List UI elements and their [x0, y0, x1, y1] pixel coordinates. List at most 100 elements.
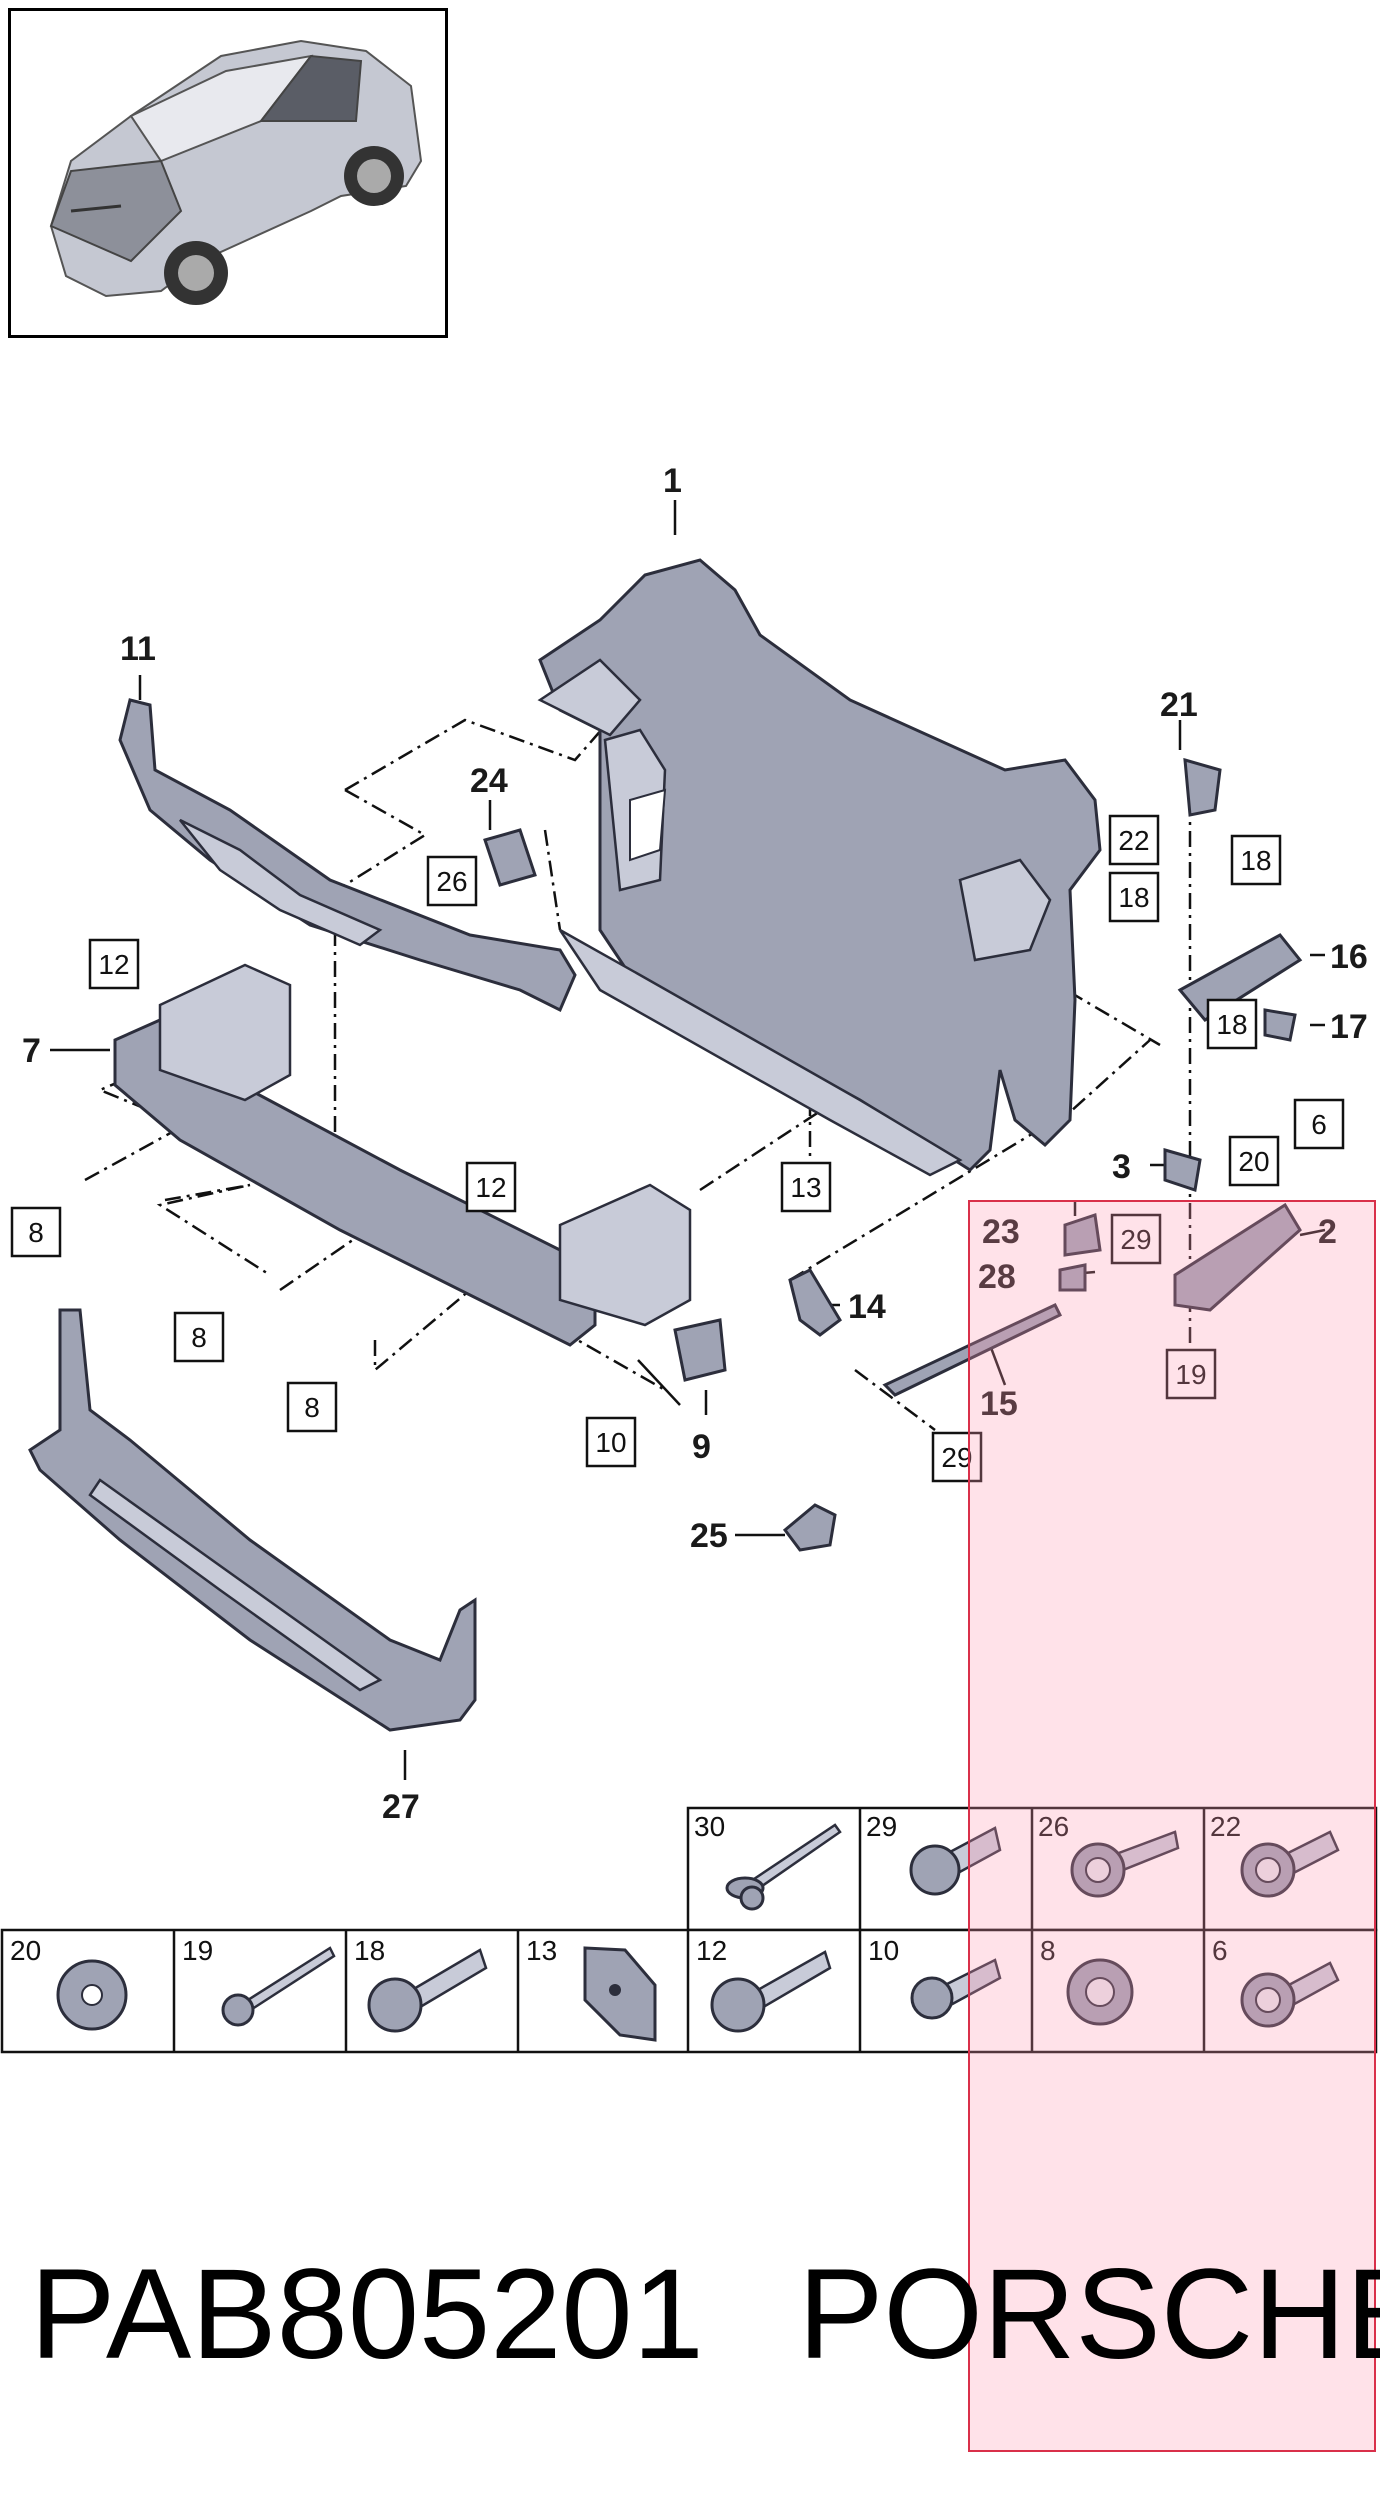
svg-text:18: 18	[1216, 1009, 1247, 1040]
part-clip-17	[1263, 1008, 1297, 1042]
callout-28: 28	[978, 1258, 1016, 1296]
fastener-6	[1240, 1961, 1340, 2028]
ref-box-8-a: 8	[10, 1206, 62, 1258]
fastener-8	[1066, 1958, 1134, 2026]
part-bracket-3	[1163, 1148, 1202, 1192]
fastener-30	[725, 1823, 842, 1911]
ref-box-22: 22	[1108, 814, 1160, 866]
cell-label-bottom-0: 20	[10, 1935, 41, 1966]
cell-label-bottom-7: 6	[1212, 1935, 1228, 1966]
cell-label-top-3: 22	[1210, 1811, 1241, 1842]
vehicle-thumbnail-frame	[8, 8, 448, 338]
ref-box-26: 26	[426, 855, 478, 907]
ref-box-18-c: 18	[1206, 998, 1258, 1050]
ref-box-20: 20	[1228, 1135, 1280, 1187]
ref-box-10: 10	[585, 1416, 637, 1468]
ref-box-19: 19	[1165, 1348, 1217, 1400]
callout-3: 3	[1112, 1148, 1131, 1186]
fastener-26	[1070, 1830, 1180, 1898]
fastener-22	[1240, 1830, 1340, 1898]
cell-label-bottom-1: 19	[182, 1935, 213, 1966]
cell-label-bottom-3: 13	[526, 1935, 557, 1966]
cell-label-bottom-2: 18	[354, 1935, 385, 1966]
svg-text:20: 20	[1238, 1146, 1269, 1177]
fastener-29	[909, 1826, 1002, 1896]
svg-text:26: 26	[436, 866, 467, 897]
callout-14: 14	[848, 1288, 886, 1326]
callout-24: 24	[470, 762, 508, 800]
cell-label-bottom-5: 10	[868, 1935, 899, 1966]
svg-text:29: 29	[1120, 1224, 1151, 1255]
boxed-references: 12 12 8 8 8 10 13 26 22 18 18 18 6 20 29…	[10, 814, 1345, 1483]
ref-box-6: 6	[1293, 1098, 1345, 1150]
highlight-overlay	[968, 1200, 1376, 2452]
callout-15: 15	[980, 1385, 1018, 1423]
part-strap-15	[882, 1303, 1063, 1397]
cell-label-bottom-4: 12	[696, 1935, 727, 1966]
callout-2: 2	[1318, 1213, 1337, 1251]
svg-text:10: 10	[595, 1427, 626, 1458]
svg-text:12: 12	[475, 1172, 506, 1203]
svg-text:22: 22	[1118, 825, 1149, 856]
fastener-20	[56, 1959, 128, 2031]
part-bracket-24	[483, 828, 537, 887]
ref-box-18-b: 18	[1230, 834, 1282, 886]
part-bracket-21	[1183, 757, 1222, 817]
part-bracket-14	[788, 1268, 842, 1337]
ref-box-8-c: 8	[286, 1381, 338, 1433]
svg-text:29: 29	[941, 1442, 972, 1473]
part-bracket-23	[1063, 1213, 1102, 1257]
svg-text:6: 6	[1311, 1109, 1327, 1140]
callout-25: 25	[690, 1517, 728, 1555]
ref-box-29-b: 29	[931, 1431, 983, 1483]
cell-label-top-0: 30	[694, 1811, 725, 1842]
svg-text:12: 12	[98, 949, 129, 980]
fastener-13	[583, 1946, 657, 2042]
callout-11: 11	[120, 630, 156, 668]
svg-text:18: 18	[1118, 882, 1149, 913]
ref-box-18-a: 18	[1108, 871, 1160, 923]
part-cross-member-11	[118, 698, 577, 1013]
vehicle-illustration	[49, 39, 423, 305]
svg-text:13: 13	[790, 1172, 821, 1203]
callout-27: 27	[382, 1788, 420, 1826]
ref-box-29-a: 29	[1110, 1213, 1162, 1265]
part-bracket-9	[673, 1318, 727, 1382]
part-code: PAB805201	[30, 2243, 704, 2386]
part-bracket-2	[1173, 1202, 1302, 1312]
callout-16: 16	[1330, 938, 1368, 976]
part-lower-member-27	[28, 1308, 477, 1732]
footer: PAB805201 PORSCHE	[30, 2243, 1380, 2386]
part-clamp-25	[782, 1503, 837, 1552]
callout-17: 17	[1330, 1008, 1368, 1046]
ref-box-8-b: 8	[173, 1311, 225, 1363]
callout-9: 9	[692, 1428, 711, 1466]
cell-label-top-1: 29	[866, 1811, 897, 1842]
callout-21: 21	[1160, 686, 1198, 724]
callout-23: 23	[982, 1213, 1020, 1251]
fastener-table: 30 29 26 22 20 19 18 13 12 10 8 6	[0, 1806, 1378, 2054]
ref-box-13: 13	[780, 1161, 832, 1213]
cell-label-bottom-6: 8	[1040, 1935, 1056, 1966]
cell-label-top-2: 26	[1038, 1811, 1069, 1842]
part-clip-28	[1058, 1263, 1087, 1292]
brand-name: PORSCHE	[798, 2243, 1380, 2386]
svg-text:8: 8	[304, 1392, 320, 1423]
callout-1: 1	[663, 462, 682, 500]
part-bumper-beam-7	[113, 963, 692, 1347]
ref-box-12-right: 12	[465, 1161, 517, 1213]
ref-box-12-left: 12	[88, 938, 140, 990]
svg-text:8: 8	[28, 1217, 44, 1248]
svg-text:8: 8	[191, 1322, 207, 1353]
svg-text:18: 18	[1240, 845, 1271, 876]
fastener-12	[710, 1950, 832, 2033]
callout-7: 7	[22, 1032, 41, 1070]
callout-labels: 1 2 3 7 9 11 14 15 16 17 21 23 24 25 27 …	[22, 462, 1368, 1826]
fastener-18	[367, 1948, 488, 2033]
fastener-19	[221, 1946, 336, 2027]
svg-text:19: 19	[1175, 1359, 1206, 1390]
fastener-10	[910, 1958, 1002, 2020]
part-carrier-1	[537, 558, 1102, 1177]
